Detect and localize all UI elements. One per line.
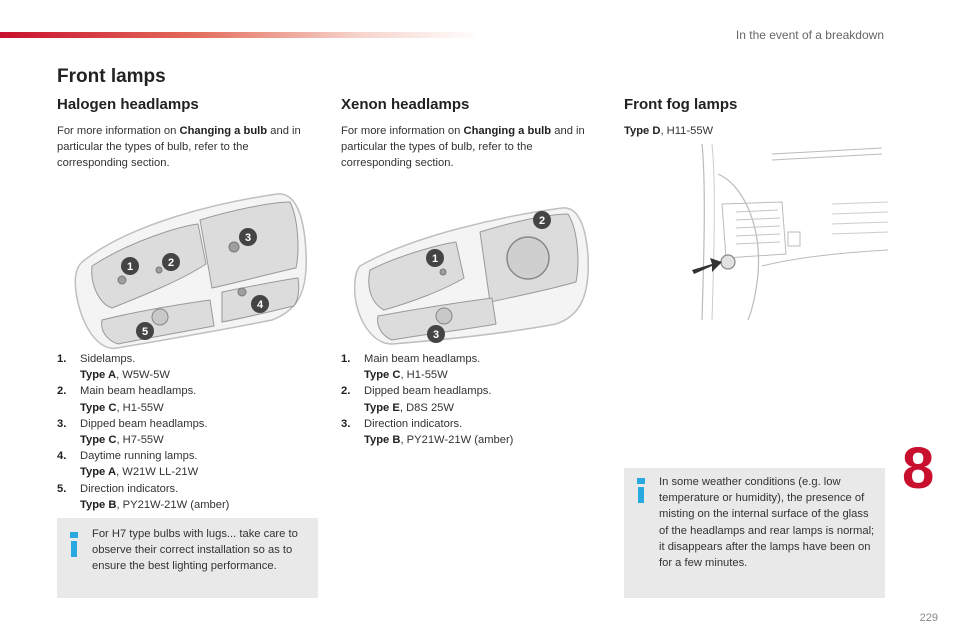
callout-3-label: 3 bbox=[245, 232, 251, 244]
header-accent-bar bbox=[0, 32, 480, 38]
changing-bulb-ref: Changing a bulb bbox=[463, 125, 552, 137]
info-icon bbox=[636, 478, 646, 503]
halogen-headlamp-diagram: 1 2 3 4 5 bbox=[74, 193, 307, 349]
list-item: 2.Dipped beam headlamps.Type E, D8S 25W bbox=[341, 385, 492, 414]
callout-5-label: 5 bbox=[142, 326, 148, 338]
list-item: 4.Daytime running lamps.Type A, W21W LL-… bbox=[57, 450, 199, 479]
xenon-headlamp-diagram: 1 2 3 bbox=[353, 207, 589, 345]
xenon-heading: Xenon headlamps bbox=[341, 96, 470, 113]
halogen-bulb-list: 1.Sidelamps.Type A, W5W-5W 2.Main beam h… bbox=[57, 351, 317, 513]
xenon-bulb-list: 1.Main beam headlamps.Type C, H1-55W 2.D… bbox=[341, 351, 601, 448]
callout-3: 3 bbox=[239, 228, 257, 246]
running-header: In the event of a breakdown bbox=[735, 28, 884, 42]
fog-heading: Front fog lamps bbox=[624, 96, 738, 113]
fog-section: Front fog lamps Type D, H11-55W bbox=[624, 96, 886, 139]
callout-2: 2 bbox=[533, 211, 551, 229]
xenon-intro: For more information on Changing a bulb … bbox=[341, 125, 585, 169]
callout-5: 5 bbox=[136, 322, 154, 340]
callout-1-label: 1 bbox=[432, 253, 438, 265]
pointer-arrow-icon bbox=[692, 258, 722, 274]
callout-3-label: 3 bbox=[433, 329, 439, 341]
fog-lamp-diagram bbox=[692, 144, 888, 320]
callout-1-label: 1 bbox=[127, 261, 133, 273]
callout-1: 1 bbox=[121, 257, 139, 275]
halogen-section: Halogen headlamps For more information o… bbox=[57, 96, 319, 171]
callout-2-label: 2 bbox=[539, 215, 545, 227]
list-item: 2.Main beam headlamps.Type C, H1-55W bbox=[57, 385, 197, 414]
callout-3: 3 bbox=[427, 325, 445, 343]
fog-note-box: In some weather conditions (e.g. low tem… bbox=[624, 468, 885, 598]
callout-2: 2 bbox=[162, 253, 180, 271]
callout-2-label: 2 bbox=[168, 257, 174, 269]
halogen-note-box: For H7 type bulbs with lugs... take care… bbox=[57, 518, 318, 598]
misting-note-text: In some weather conditions (e.g. low tem… bbox=[659, 476, 875, 570]
halogen-intro: For more information on Changing a bulb … bbox=[57, 125, 301, 169]
callout-4-label: 4 bbox=[257, 299, 264, 311]
xenon-section: Xenon headlamps For more information on … bbox=[341, 96, 603, 171]
list-item: 3.Dipped beam headlamps.Type C, H7-55W bbox=[57, 417, 208, 447]
changing-bulb-ref: Changing a bulb bbox=[179, 125, 268, 137]
fog-bulb-type: Type D, H11-55W bbox=[624, 125, 714, 137]
info-icon bbox=[69, 532, 79, 557]
callout-4: 4 bbox=[251, 295, 269, 313]
list-item: 5.Direction indicators.Type B, PY21W-21W… bbox=[57, 482, 230, 511]
list-item: 3.Direction indicators.Type B, PY21W-21W… bbox=[341, 417, 514, 447]
page-title: Front lamps bbox=[57, 66, 166, 87]
halogen-note-text: For H7 type bulbs with lugs... take care… bbox=[92, 528, 298, 573]
halogen-heading: Halogen headlamps bbox=[57, 96, 199, 113]
callout-1: 1 bbox=[426, 249, 444, 267]
list-item: 1.Sidelamps.Type A, W5W-5W bbox=[57, 353, 170, 382]
chapter-number: 8 bbox=[902, 436, 935, 501]
list-item: 1.Main beam headlamps.Type C, H1-55W bbox=[341, 353, 481, 382]
page-number: 229 bbox=[919, 612, 938, 624]
